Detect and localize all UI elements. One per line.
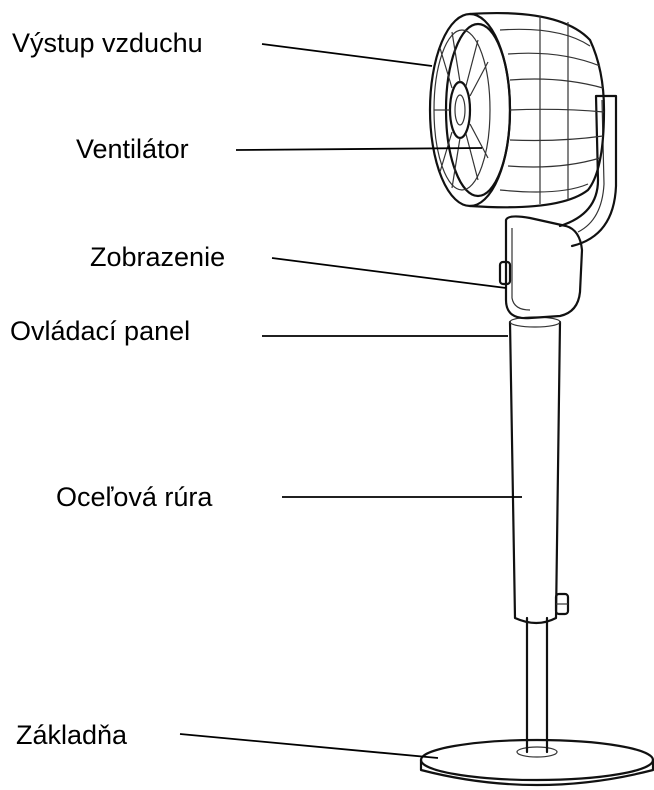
height-knob [554,592,570,616]
control-housing [498,215,584,320]
base-shape [419,738,654,787]
fan-head [428,11,606,209]
support-arm [558,94,618,248]
label-air-outlet: Výstup vzduchu [12,28,203,58]
label-display: Zobrazenie [90,242,226,272]
label-control-panel: Ovládací panel [10,316,191,346]
leader-fan [235,147,483,151]
label-fan: Ventilátor [76,134,189,164]
label-steel-tube: Oceľová rúra [56,482,213,512]
leader-base [179,733,439,759]
label-base: Základňa [16,720,128,750]
leader-display [271,257,507,289]
leader-air-outlet [261,43,433,67]
leader-lines [179,43,522,759]
upper-tube [508,316,562,625]
lower-tube [525,616,549,754]
